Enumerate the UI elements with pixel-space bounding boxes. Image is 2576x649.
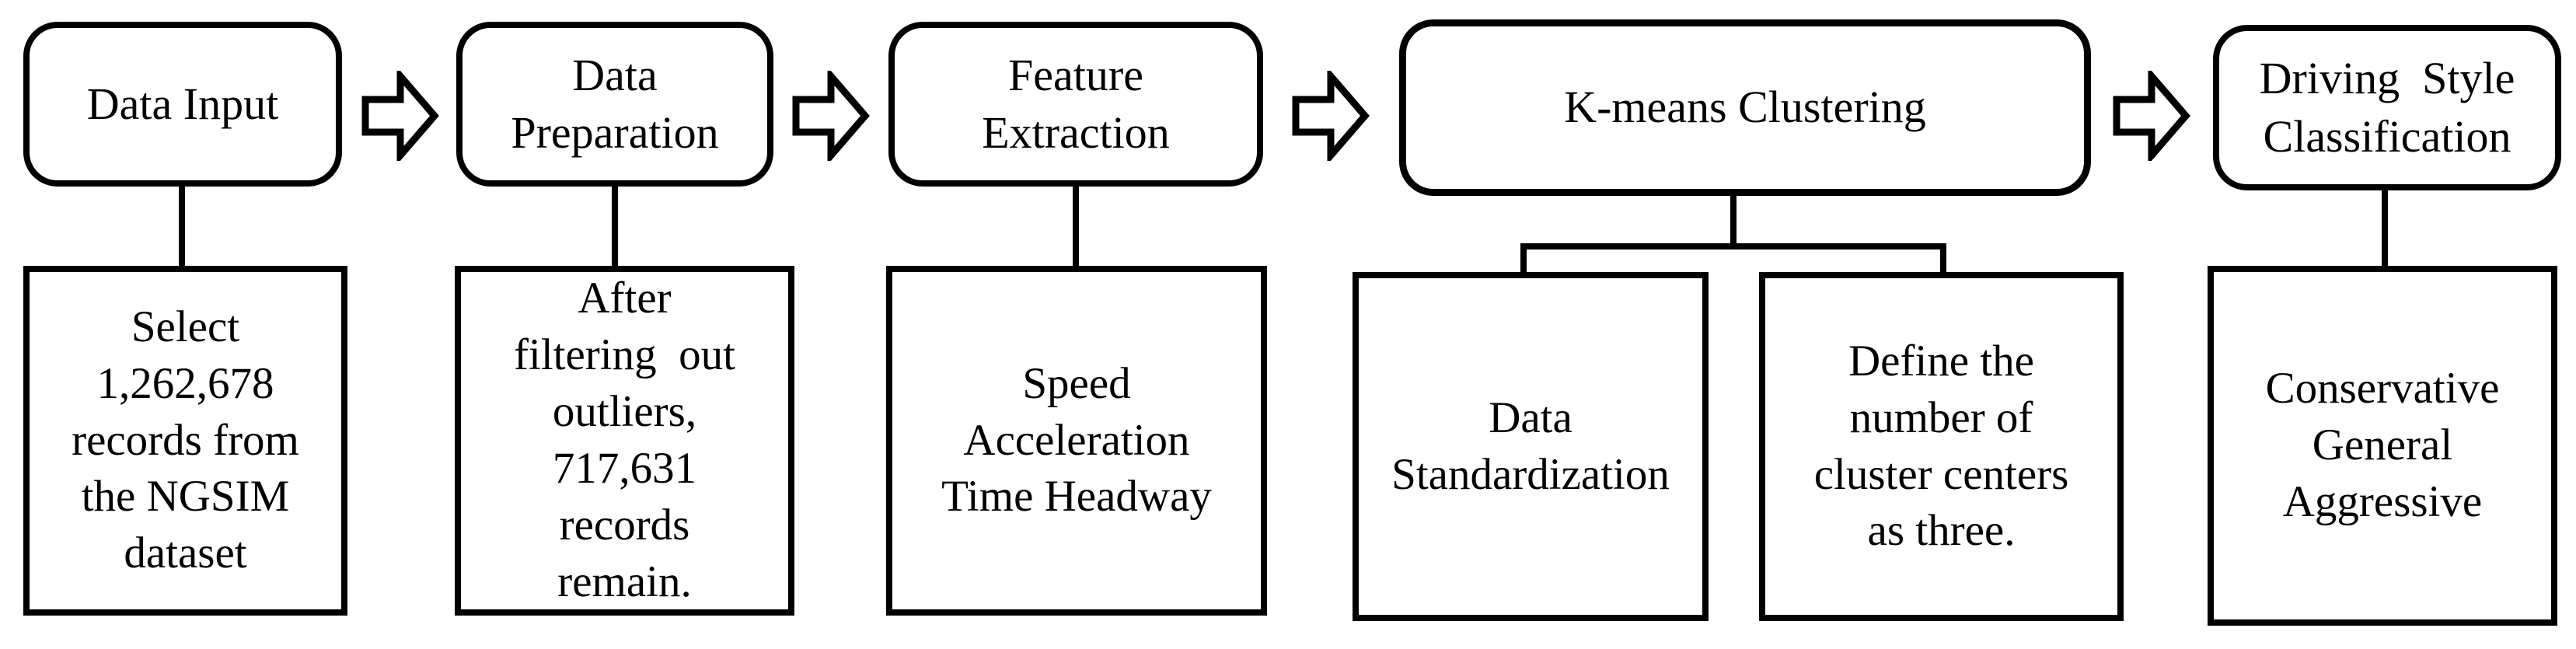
- stage-box-data-input: Data Input: [23, 22, 342, 187]
- connector-kmeans-bracket: [1520, 243, 1946, 249]
- connector-kmeans-right-stub: [1940, 243, 1946, 275]
- connector-feature-extraction: [1073, 187, 1079, 266]
- connector-kmeans-left-stub: [1520, 243, 1527, 275]
- connector-driving-style: [2382, 190, 2388, 266]
- flow-arrow-4-icon: [2113, 71, 2190, 161]
- connector-kmeans-stem: [1730, 196, 1737, 246]
- flow-arrow-3-icon: [1292, 71, 1370, 161]
- stage-box-kmeans-clustering: K-means Clustering: [1399, 19, 2091, 196]
- flow-arrow-1-icon: [361, 71, 439, 161]
- connector-data-preparation: [612, 187, 618, 266]
- connector-data-input: [179, 187, 185, 266]
- flow-arrow-2-icon: [792, 71, 870, 161]
- stage-title-data-input: Data Input: [86, 78, 279, 129]
- stage-title-kmeans-clustering: K-means Clustering: [1564, 82, 1926, 133]
